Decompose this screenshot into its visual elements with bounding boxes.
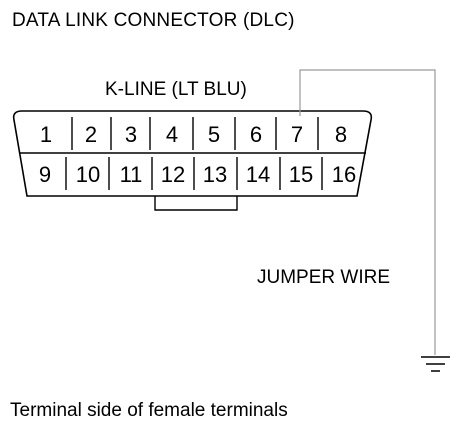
jumper-wire-label: JUMPER WIRE [257,267,390,288]
pin-10: 10 [76,162,100,187]
connector-shell [12,110,373,197]
pin-13: 13 [203,162,227,187]
kline-label: K-LINE (LT BLU) [105,79,247,100]
bottom-row-pins: 9 10 11 12 13 14 15 16 [39,162,356,187]
diagram-title: DATA LINK CONNECTOR (DLC) [12,10,295,31]
ground-icon [421,356,450,372]
pin-3: 3 [125,122,137,147]
top-row-pins: 1 2 3 4 5 6 7 8 [40,122,347,147]
pin-4: 4 [166,122,178,147]
bottom-row-dividers [65,157,323,190]
pin-5: 5 [208,122,220,147]
pin-11: 11 [120,162,143,187]
pin-8: 8 [335,122,347,147]
pin-14: 14 [246,162,270,187]
pin-12: 12 [161,162,185,187]
pins-12-13-bracket [154,196,238,211]
pin-16: 16 [332,162,356,187]
pin-7: 7 [291,122,303,147]
jumper-wire [299,69,436,355]
pin-15: 15 [289,162,313,187]
pin-6: 6 [250,122,262,147]
top-row-dividers [71,117,319,150]
terminal-side-caption: Terminal side of female terminals [10,400,288,421]
pin-1: 1 [40,122,52,147]
pin-2: 2 [85,122,97,147]
pin-9: 9 [39,162,51,187]
